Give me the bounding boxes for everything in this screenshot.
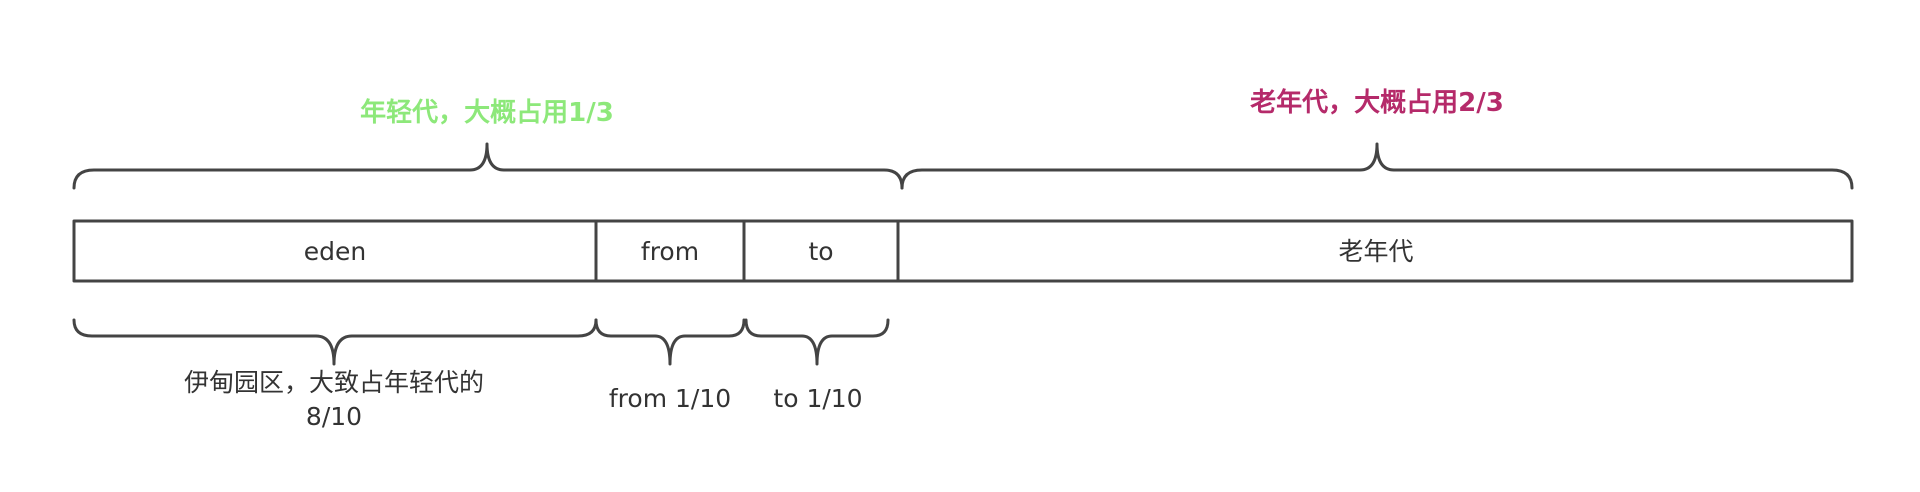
eden-brace — [72, 318, 598, 366]
eden-caption: 伊甸园区，大致占年轻代的 8/10 — [184, 366, 484, 434]
eden-caption-line2: 8/10 — [305, 402, 363, 431]
young-gen-title: 年轻代，大概占用1/3 — [360, 98, 614, 128]
eden-segment-label: eden — [303, 237, 367, 266]
old-gen-segment-label: 老年代 — [1338, 237, 1414, 266]
from-segment-label: from — [640, 237, 700, 266]
eden-caption-line1: 伊甸园区，大致占年轻代的 — [183, 368, 485, 397]
young-gen-brace — [72, 142, 904, 190]
to-brace — [744, 318, 890, 366]
from-caption: from 1/10 — [608, 384, 732, 413]
heap-bar — [72, 219, 1854, 283]
from-brace — [594, 318, 746, 366]
old-gen-brace — [900, 142, 1854, 190]
old-gen-title: 老年代，大概占用2/3 — [1250, 88, 1504, 118]
to-caption: to 1/10 — [773, 384, 863, 413]
to-segment-label: to — [808, 237, 834, 266]
